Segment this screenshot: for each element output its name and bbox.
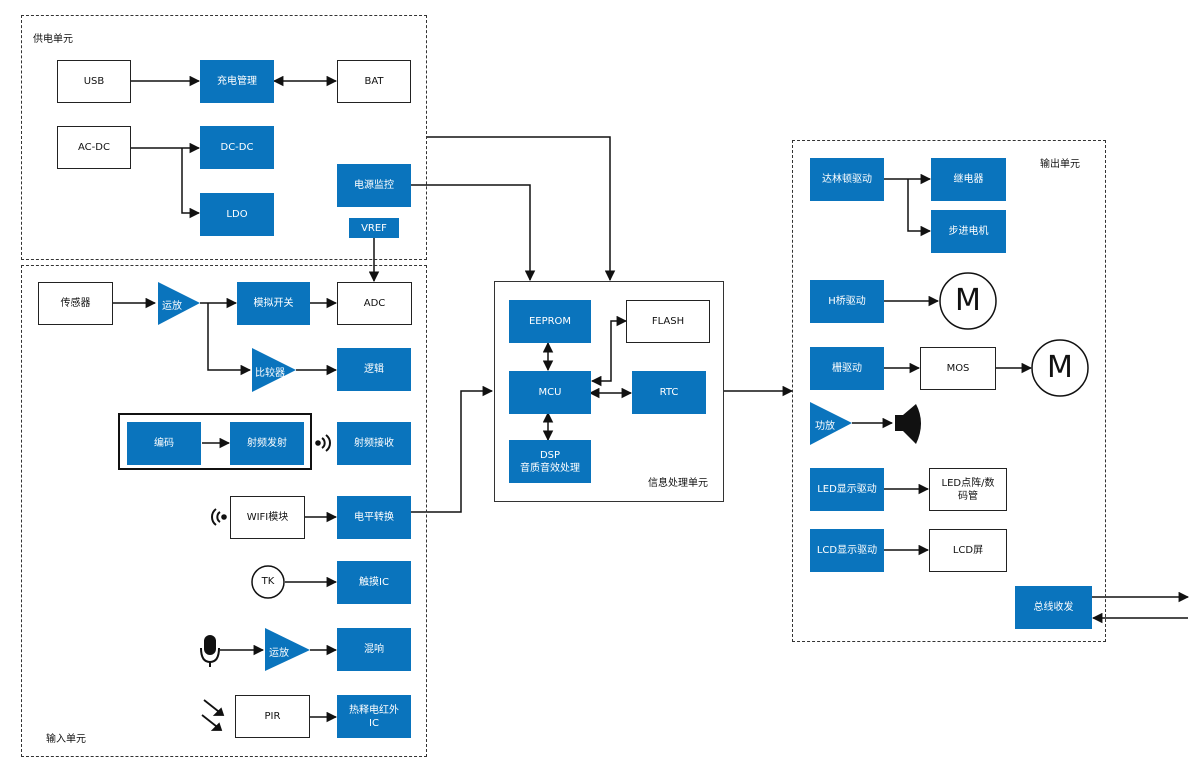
sensor-block: 传感器 bbox=[38, 282, 113, 325]
analog-switch-block: 模拟开关 bbox=[237, 282, 310, 325]
charge-management-block: 充电管理 bbox=[200, 60, 274, 103]
opamp-triangle bbox=[158, 282, 200, 325]
opamp-triangle-2 bbox=[265, 628, 310, 671]
level-to-mcu-arrow bbox=[411, 385, 494, 513]
touch-ic-block: 触摸IC bbox=[337, 561, 411, 604]
rf-transmitter-group bbox=[118, 413, 312, 470]
pir-sensor-block: PIR bbox=[235, 695, 310, 738]
wireless-signal-icon bbox=[315, 434, 331, 452]
input-label: 输入单元 bbox=[46, 734, 86, 745]
vref-block: VREF bbox=[349, 218, 399, 238]
power-monitor-block: 电源监控 bbox=[337, 164, 411, 207]
acdc-to-ldo-arrow bbox=[181, 148, 201, 219]
darlington-driver-block: 达林顿驱动 bbox=[810, 158, 884, 201]
power-supply-region bbox=[21, 15, 427, 260]
power-amp-label: 功放 bbox=[815, 421, 835, 432]
speaker-icon bbox=[895, 404, 921, 444]
mos-block: MOS bbox=[920, 347, 996, 390]
gate-driver-block: 栅驱动 bbox=[810, 347, 884, 390]
battery-block: BAT bbox=[337, 60, 411, 103]
processing-label: 信息处理单元 bbox=[648, 478, 708, 489]
lcd-display-driver-block: LCD显示驱动 bbox=[810, 529, 884, 572]
tk-label: TK bbox=[261, 576, 275, 587]
dsp-block: DSP 音质音效处理 bbox=[509, 440, 591, 483]
mcu-block: MCU bbox=[509, 371, 591, 414]
logic-block: 逻辑 bbox=[337, 348, 411, 391]
tk-circle bbox=[251, 565, 285, 599]
reverb-block: 混响 bbox=[337, 628, 411, 671]
mcu-flash-arrow bbox=[590, 315, 628, 387]
acdc-block: AC-DC bbox=[57, 126, 131, 169]
amp-triangle bbox=[810, 402, 852, 445]
led-display-driver-block: LED显示驱动 bbox=[810, 468, 884, 511]
relay-block: 继电器 bbox=[931, 158, 1006, 201]
flash-block: FLASH bbox=[626, 300, 710, 343]
power-to-processing-arrow bbox=[426, 136, 616, 282]
motor-label-2: M bbox=[1047, 350, 1073, 385]
wireless-signal-icon bbox=[211, 508, 227, 526]
rtc-block: RTC bbox=[632, 371, 706, 414]
led-display-block: LED点阵/数 码管 bbox=[929, 468, 1007, 511]
pyroelectric-ic-block: 热释电红外 IC bbox=[337, 695, 411, 738]
eeprom-block: EEPROM bbox=[509, 300, 591, 343]
adc-block: ADC bbox=[337, 282, 412, 325]
motor-icon-2 bbox=[1031, 339, 1089, 397]
infrared-light-icon bbox=[201, 699, 225, 731]
power-supply-label: 供电单元 bbox=[33, 34, 73, 45]
encoder-block: 编码 bbox=[127, 422, 201, 465]
processing-region bbox=[494, 281, 724, 502]
stepper-motor-block: 步进电机 bbox=[931, 210, 1006, 253]
opamp-label: 运放 bbox=[162, 301, 182, 312]
bus-transceiver-block: 总线收发 bbox=[1015, 586, 1092, 629]
input-region bbox=[21, 265, 427, 757]
rf-transmit-block: 射频发射 bbox=[230, 422, 304, 465]
wifi-module-block: WIFI模块 bbox=[230, 496, 305, 539]
opamp-to-comparator-arrow bbox=[207, 303, 252, 376]
motor-icon bbox=[939, 272, 997, 330]
usb-block: USB bbox=[57, 60, 131, 103]
opamp-label-2: 运放 bbox=[269, 648, 289, 659]
motor-label: M bbox=[955, 283, 981, 318]
rf-receive-block: 射频接收 bbox=[337, 422, 411, 465]
comparator-label: 比较器 bbox=[255, 368, 285, 379]
monitor-to-processing-arrow bbox=[411, 184, 536, 282]
comparator-triangle bbox=[252, 348, 296, 392]
darlington-to-stepper-arrow bbox=[907, 179, 932, 237]
output-label: 输出单元 bbox=[1040, 159, 1080, 170]
microphone-icon bbox=[200, 635, 220, 667]
dcdc-block: DC-DC bbox=[200, 126, 274, 169]
output-region bbox=[792, 140, 1106, 642]
h-bridge-driver-block: H桥驱动 bbox=[810, 280, 884, 323]
level-shift-block: 电平转换 bbox=[337, 496, 411, 539]
lcd-screen-block: LCD屏 bbox=[929, 529, 1007, 572]
ldo-block: LDO bbox=[200, 193, 274, 236]
